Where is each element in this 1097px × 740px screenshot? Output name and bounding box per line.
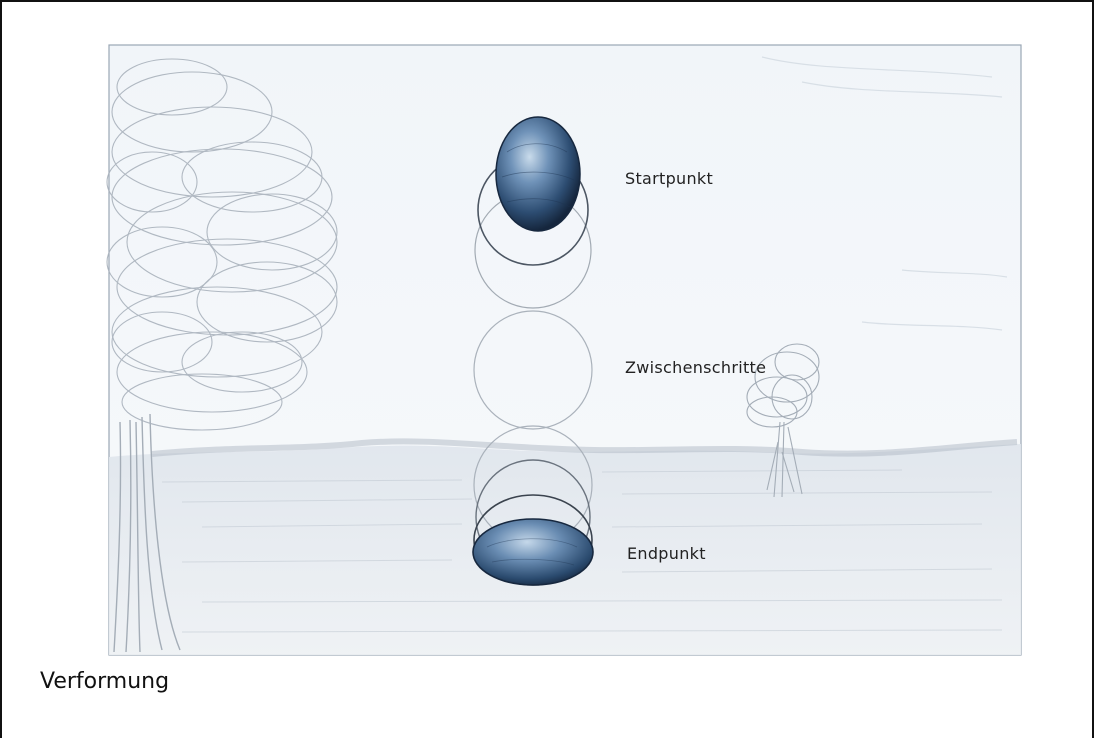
label-endpunkt: Endpunkt — [627, 544, 706, 563]
figure-caption: Verformung — [40, 669, 169, 694]
label-startpunkt: Startpunkt — [625, 169, 713, 188]
end-ball — [473, 519, 593, 585]
start-ball — [496, 117, 580, 231]
label-zwischenschritte: Zwischenschritte — [625, 358, 766, 377]
